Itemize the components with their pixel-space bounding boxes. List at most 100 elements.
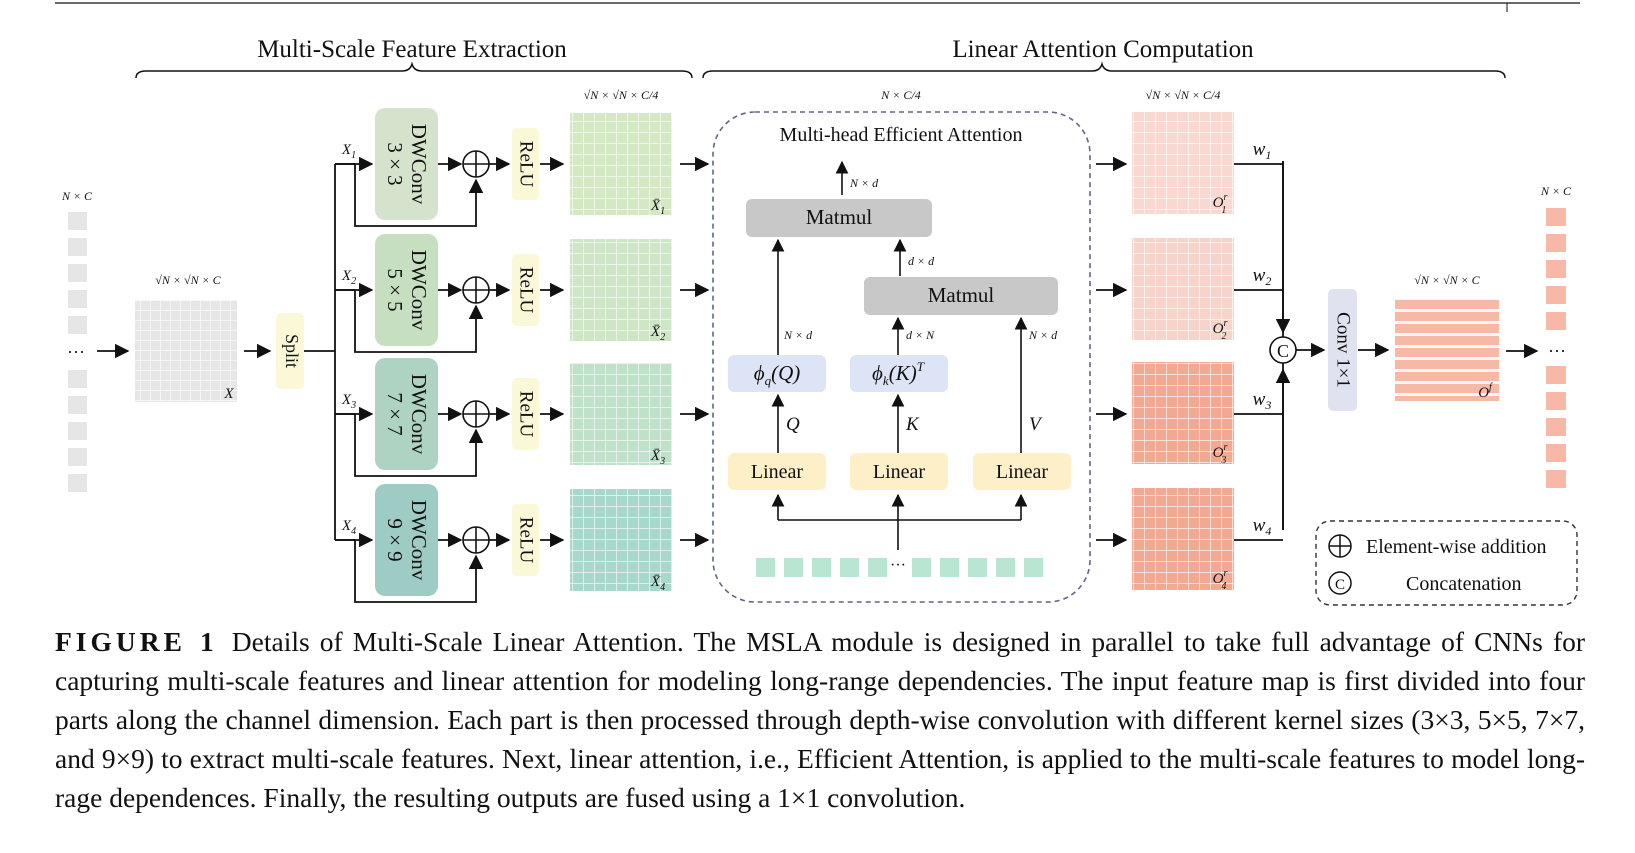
input-seq-dim: N × C: [61, 189, 93, 203]
attention-token: [996, 558, 1015, 577]
output-map: [1132, 488, 1234, 590]
dwconv-label: DWConv9 × 9: [383, 500, 431, 581]
legend-concat-symbol: C: [1335, 577, 1345, 593]
input-ellipsis: ···: [67, 342, 85, 362]
fused-map-label: Of: [1478, 382, 1493, 401]
linear-q-block: [728, 453, 826, 490]
q-label: Q: [786, 414, 800, 435]
input-token: [68, 264, 87, 282]
feature-map-label: X̄1: [650, 198, 665, 217]
attention-token-row: [756, 558, 1043, 577]
linear-v-label: Linear: [996, 461, 1049, 483]
matmul-mid-block: [864, 277, 1058, 315]
output-map: [1132, 362, 1234, 464]
relu-label: ReLU: [516, 267, 537, 314]
input-token-column: [68, 212, 87, 492]
feature-map-label: X̄3: [650, 448, 665, 467]
branch-1: X1 DWConv3 × 3 ReLU X̄1: [335, 108, 710, 227]
input-token: [68, 448, 87, 466]
weight-label: w4: [1253, 515, 1272, 538]
attention-token: [756, 558, 775, 577]
phi-q-text: ϕq(Q): [754, 361, 801, 388]
input-token: [68, 316, 87, 334]
residual-connection: [335, 163, 476, 227]
attention-title: Multi-head Efficient Attention: [780, 124, 1023, 146]
input-token: [68, 212, 87, 230]
weight-label: w1: [1253, 139, 1272, 162]
v-label: V: [1029, 414, 1043, 435]
branch-input-label: X3: [341, 392, 356, 411]
dwconv-block: [375, 234, 438, 346]
branch-3: X3 DWConv7 × 7 ReLU X̄3: [335, 358, 710, 477]
v-dim: N × d: [1028, 328, 1058, 342]
dwconv-block: [375, 108, 438, 220]
dwconv-label: DWConv5 × 5: [383, 250, 431, 331]
dd-dim: d × d: [908, 254, 935, 268]
attention-token: [940, 558, 959, 577]
output-token-column: [1546, 208, 1566, 488]
matmul-top-block: [746, 199, 932, 237]
dwconv-label: DWConv7 × 7: [383, 374, 431, 455]
matmul-mid-label: Matmul: [928, 283, 995, 307]
input-map-label: X: [223, 386, 234, 402]
input-token: [68, 422, 87, 440]
relu-block: [512, 128, 539, 200]
relu-label: ReLU: [516, 141, 537, 188]
output-token: [1546, 392, 1566, 410]
linear-k-block: [850, 453, 948, 490]
attention-token: [1024, 558, 1043, 577]
output-token: [1546, 418, 1566, 436]
legend-concat-label: Concatenation: [1406, 573, 1522, 595]
linear-v-block: [973, 453, 1071, 490]
phi-k-text: ϕk(K)T: [872, 359, 925, 388]
feature-map-label: X̄2: [650, 324, 665, 343]
split-block: [276, 313, 304, 389]
attention-token: [912, 558, 931, 577]
section-title-extraction: Multi-Scale Feature Extraction: [257, 36, 567, 63]
caption-label: FIGURE 1: [55, 626, 218, 657]
section-title-attention: Linear Attention Computation: [952, 36, 1254, 63]
residual-connection: [335, 289, 476, 353]
fused-map-dim: √N × √N × C: [1414, 273, 1480, 287]
relu-block: [512, 254, 539, 326]
dwconv-label: DWConv3 × 3: [383, 124, 431, 205]
weight-label: w2: [1253, 265, 1272, 288]
attention-out-dim: N × d: [849, 176, 879, 190]
input-token: [68, 474, 87, 492]
branch-input-label: X1: [341, 142, 356, 161]
output-map: [1132, 238, 1234, 340]
attention-top-dim: N × C/4: [880, 88, 920, 102]
input-map-dim: √N × √N × C: [155, 273, 221, 287]
brace-attention: [702, 61, 1506, 79]
k-label: K: [905, 414, 920, 435]
token-ellipsis: ···: [890, 557, 906, 574]
attention-token: [840, 558, 859, 577]
legend-box: [1315, 520, 1578, 606]
q-dim: N × d: [783, 328, 813, 342]
output-token: [1546, 260, 1566, 278]
concat-symbol: C: [1277, 341, 1289, 361]
feature-map: [570, 239, 672, 341]
feature-map: [570, 489, 672, 591]
input-token: [68, 396, 87, 414]
output-map: [1132, 112, 1234, 214]
legend-concat-icon: [1328, 571, 1352, 595]
feature-map: [570, 113, 672, 215]
feature-map-dim: √N × √N × C/4: [584, 88, 659, 102]
matmul-top-label: Matmul: [806, 205, 873, 229]
k-dim: d × N: [906, 328, 935, 342]
input-token: [68, 370, 87, 388]
output-map-dim: √N × √N × C/4: [1146, 88, 1221, 102]
residual-connection: [335, 413, 476, 477]
relu-label: ReLU: [516, 391, 537, 438]
